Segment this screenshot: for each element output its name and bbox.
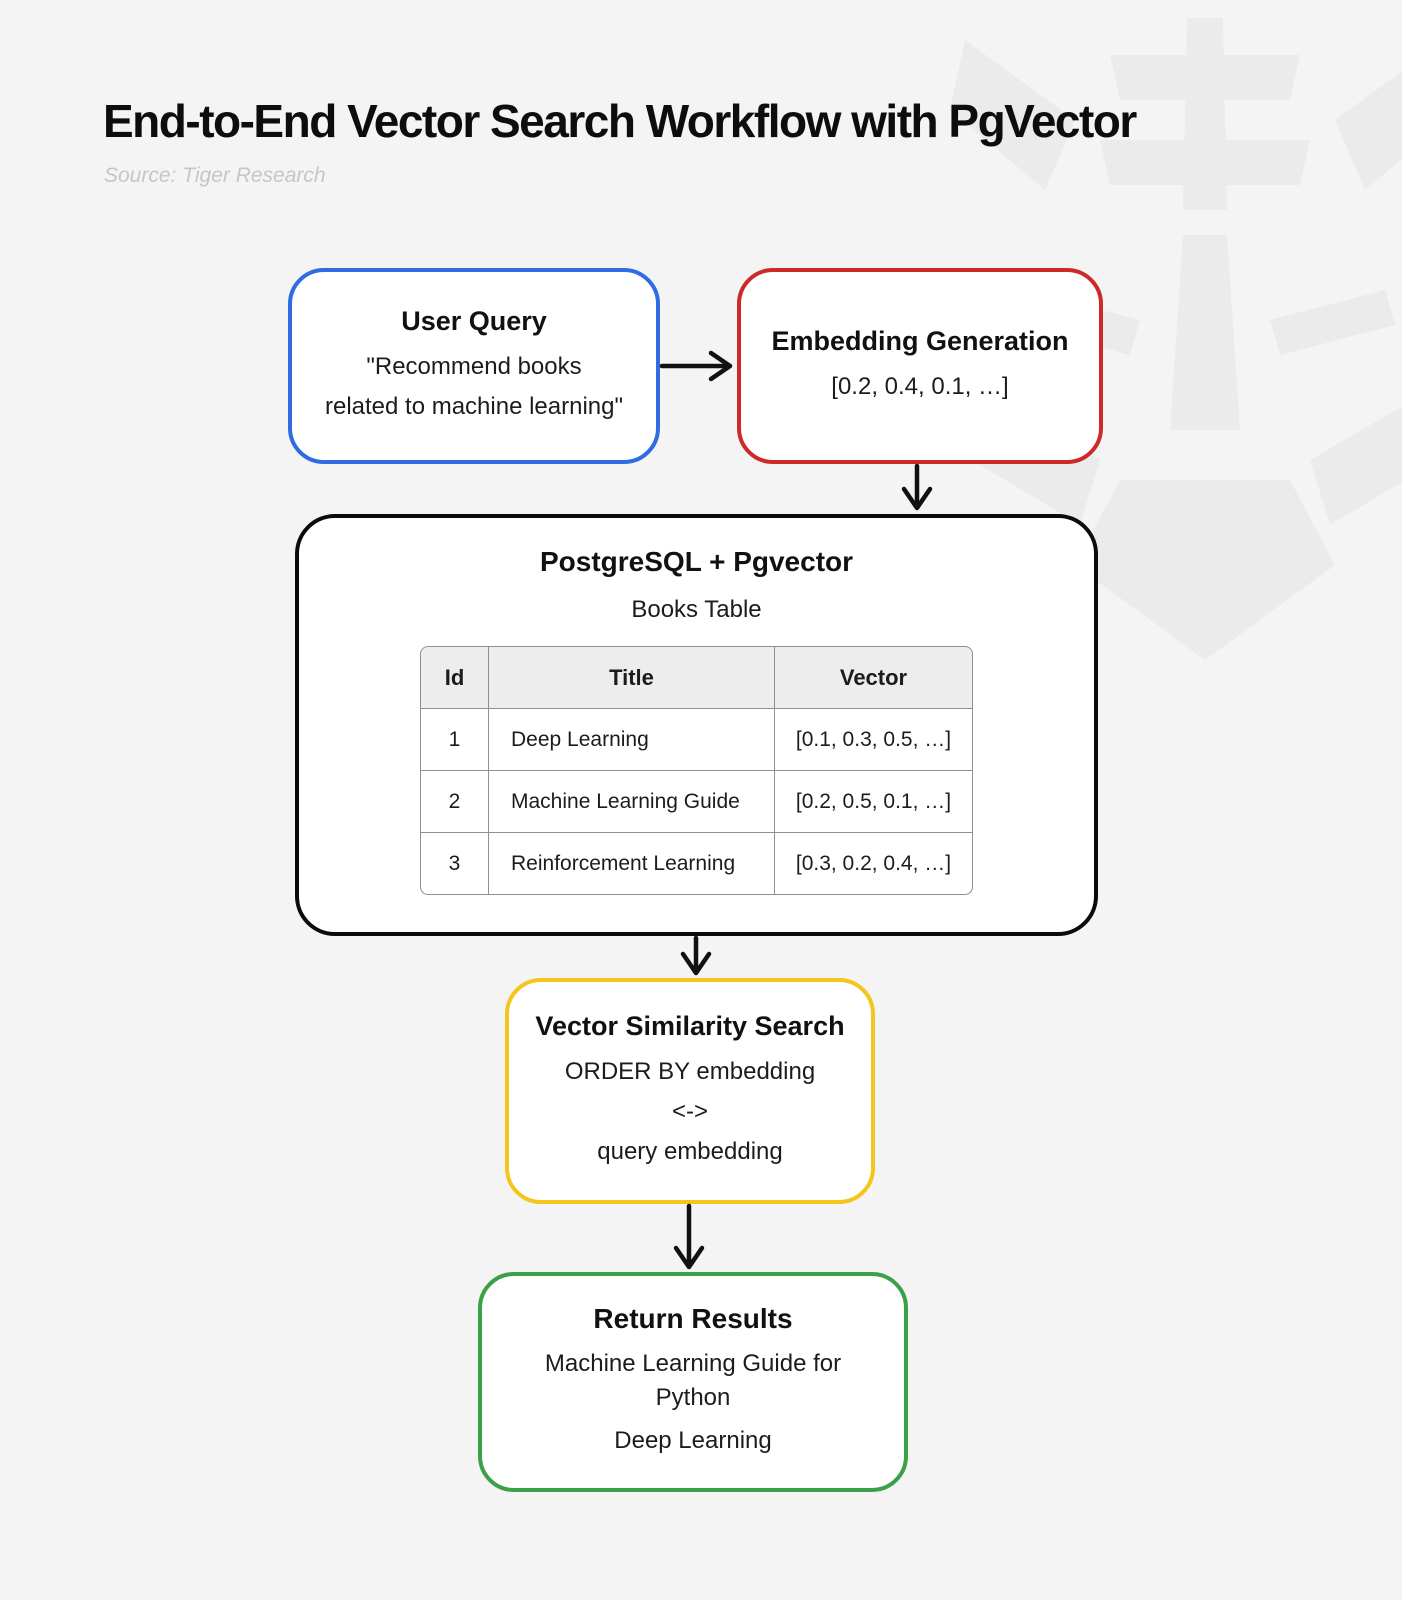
- user-query-node: User Query "Recommend books related to m…: [288, 268, 660, 464]
- query-embedding-operand: query embedding: [597, 1137, 783, 1165]
- cell-vector: [0.2, 0.5, 0.1, …]: [775, 771, 973, 833]
- embedding-generation-title: Embedding Generation: [771, 325, 1069, 356]
- books-table-label: Books Table: [631, 596, 762, 623]
- user-query-title: User Query: [401, 305, 547, 336]
- arrow-similarity-to-results-icon: [673, 1203, 705, 1270]
- order-by-clause: ORDER BY embedding: [564, 1057, 816, 1085]
- cell-title: Reinforcement Learning: [489, 833, 775, 895]
- page-title: End-to-End Vector Search Workflow with P…: [103, 95, 1137, 147]
- cell-vector: [0.1, 0.3, 0.5, …]: [775, 709, 973, 771]
- user-query-text-line1: "Recommend books: [366, 352, 582, 380]
- column-header-title: Title: [489, 646, 775, 709]
- vector-similarity-search-title: Vector Similarity Search: [535, 1010, 845, 1041]
- return-results-node: Return Results Machine Learning Guide fo…: [478, 1272, 908, 1492]
- cell-id: 3: [420, 833, 489, 895]
- return-results-title: Return Results: [593, 1303, 793, 1334]
- postgresql-pgvector-title: PostgreSQL + Pgvector: [539, 546, 854, 577]
- result-item-2: Deep Learning: [614, 1427, 772, 1454]
- cell-id: 1: [420, 709, 489, 771]
- table-row: 3 Reinforcement Learning [0.3, 0.2, 0.4,…: [420, 833, 973, 895]
- table-row: 1 Deep Learning [0.1, 0.3, 0.5, …]: [420, 709, 973, 771]
- arrow-embedding-to-postgres-icon: [901, 463, 933, 511]
- cell-id: 2: [420, 771, 489, 833]
- embedding-generation-node: Embedding Generation [0.2, 0.4, 0.1, …]: [737, 268, 1103, 464]
- column-header-id: Id: [420, 646, 489, 709]
- postgresql-pgvector-node: PostgreSQL + Pgvector Books Table Id Tit…: [295, 514, 1098, 936]
- arrow-postgres-to-similarity-icon: [680, 935, 712, 976]
- cell-title: Machine Learning Guide: [489, 771, 775, 833]
- arrow-query-to-embedding-icon: [659, 350, 733, 382]
- distance-operator: <->: [671, 1097, 709, 1125]
- user-query-text-line2: related to machine learning": [324, 392, 624, 420]
- vector-similarity-search-node: Vector Similarity Search ORDER BY embedd…: [505, 978, 875, 1204]
- table-row: 2 Machine Learning Guide [0.2, 0.5, 0.1,…: [420, 771, 973, 833]
- cell-title: Deep Learning: [489, 709, 775, 771]
- source-credit: Source: Tiger Research: [104, 164, 326, 187]
- result-item-1: Machine Learning Guide for Python: [544, 1350, 842, 1411]
- embedding-vector-value: [0.2, 0.4, 0.1, …]: [831, 372, 1009, 400]
- column-header-vector: Vector: [775, 646, 973, 709]
- cell-vector: [0.3, 0.2, 0.4, …]: [775, 833, 973, 895]
- books-table-header-row: Id Title Vector: [420, 646, 973, 709]
- books-table: Id Title Vector 1 Deep Learning [0.1, 0.…: [420, 646, 973, 895]
